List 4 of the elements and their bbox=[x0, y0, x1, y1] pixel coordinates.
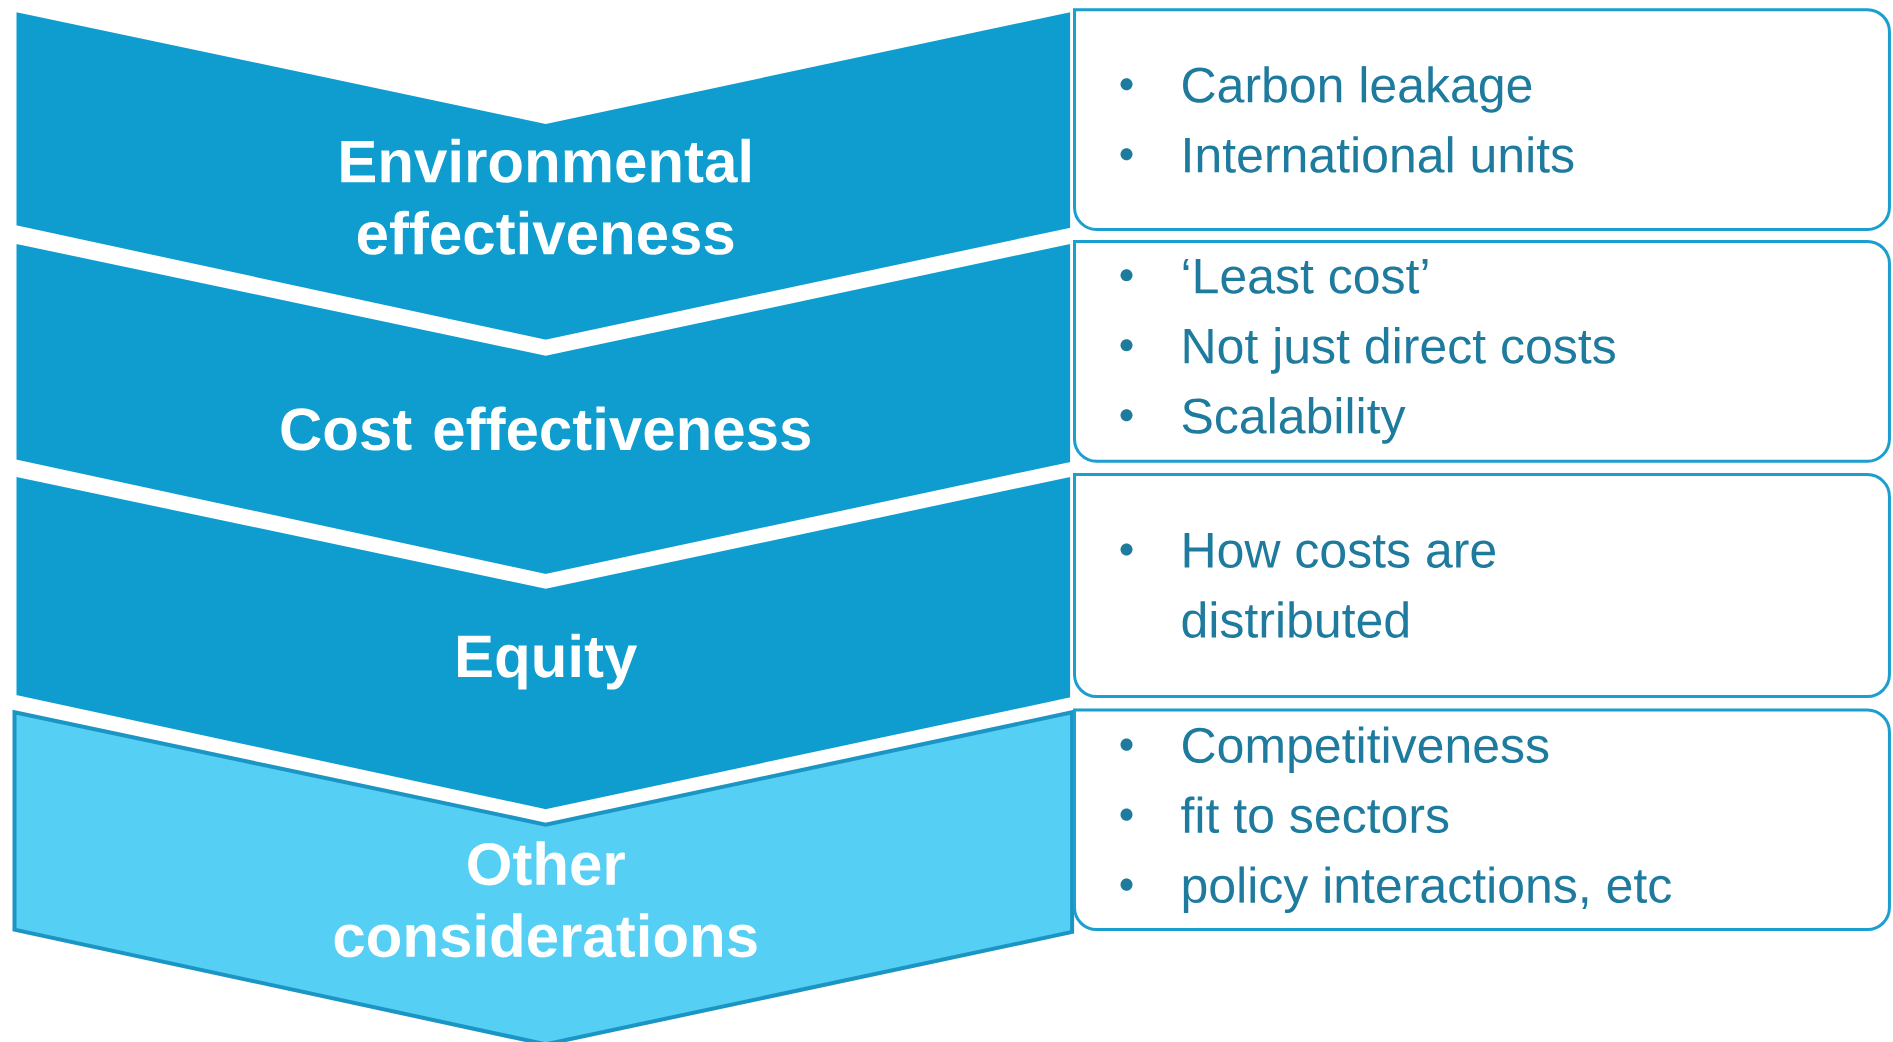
bullet-box: Competitiveness fit to sectors policy interactions, etc bbox=[1073, 708, 1891, 932]
bullet-box: Carbon leakage International units bbox=[1073, 8, 1891, 231]
bullet-box: How costs are distributed bbox=[1073, 473, 1891, 699]
bullet-box: ‘Least cost’ Not just direct costs Scalability bbox=[1073, 240, 1891, 463]
